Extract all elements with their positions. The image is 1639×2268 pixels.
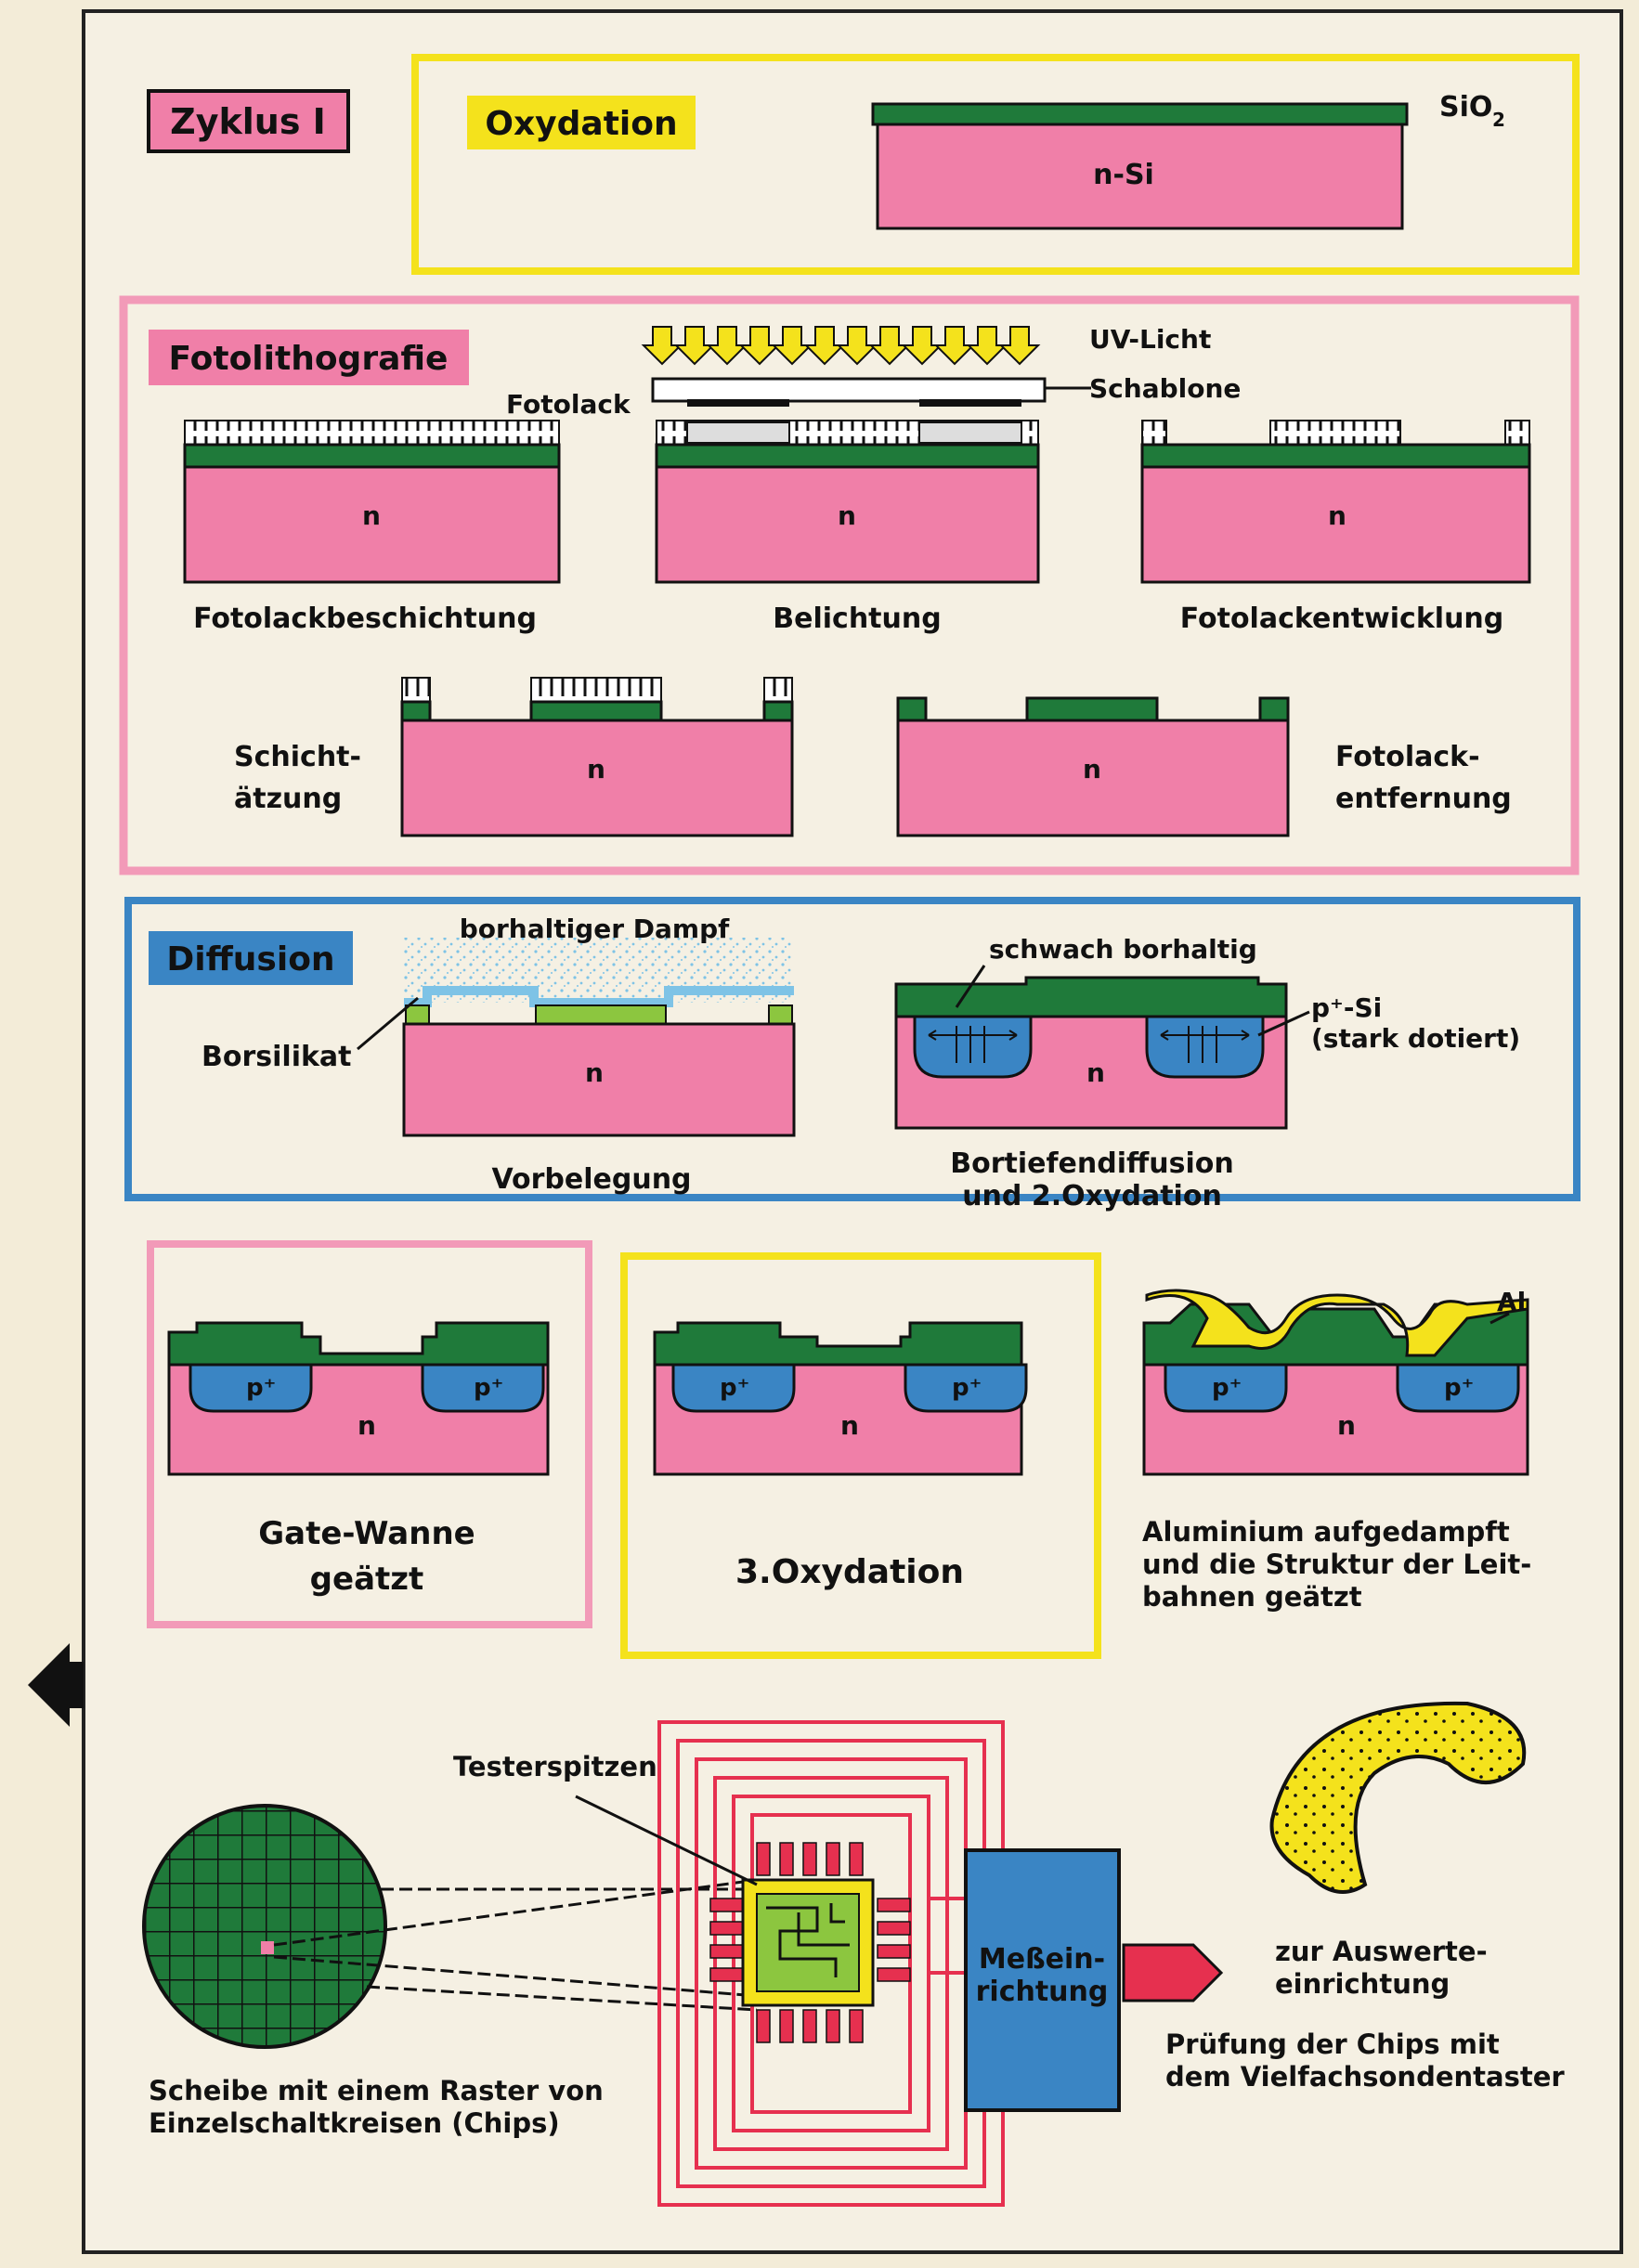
fotolithografie-n-label: n (1083, 754, 1101, 784)
n-si-label: n-Si (1093, 159, 1154, 191)
borsilikat-label: Borsilikat (202, 1041, 352, 1073)
steps-p-label: p⁺ (1212, 1374, 1242, 1402)
fotolithografie-n-label: n (587, 754, 605, 784)
zyklus-badge (147, 89, 350, 153)
sio2-layer (871, 102, 1409, 126)
scheibe-label-1: Scheibe mit einem Raster von (149, 2075, 604, 2106)
caption-bortiefen-1: Bortiefendiffusion (950, 1147, 1234, 1180)
n-si-substrate (876, 123, 1404, 230)
caption-aetzung-2: ätzung (234, 783, 342, 815)
aluminium-shaving-icon (1269, 1701, 1527, 1894)
oxydation-title-bg (467, 96, 696, 149)
fotolithografie-panel (119, 295, 1580, 875)
caption-gate-1: Gate-Wanne (258, 1515, 475, 1552)
fotolithografie-n-label: n (362, 500, 381, 531)
fotolack-label: Fotolack (506, 389, 631, 420)
steps-n-label: n (840, 1410, 859, 1441)
fotolithografie-n-label: n (1328, 500, 1346, 531)
messeinrichtung-box (964, 1848, 1121, 2112)
borsilikat-layer (404, 986, 794, 1007)
caption-bortiefen-2: und 2.Oxydation (962, 1180, 1222, 1212)
fotolithografie-n-label: n (838, 500, 856, 531)
auswerte-label-2: einrichtung (1275, 1968, 1450, 2000)
caption-beschichtung: Fotolackbeschichtung (193, 603, 537, 635)
wafer (142, 1804, 387, 2049)
psi-label: p⁺-Si (1311, 992, 1382, 1023)
caption-alu-1: Aluminium aufgedampft (1142, 1516, 1510, 1548)
fotolithografie-title-bg (149, 330, 469, 385)
steps-p-label: p⁺ (952, 1374, 982, 1402)
caption-belichtung: Belichtung (773, 603, 941, 635)
p-well-2 (1145, 1015, 1265, 1079)
steps-p-label: p⁺ (1444, 1374, 1474, 1402)
caption-entfernung-2: entfernung (1335, 783, 1512, 815)
caption-vorbelegung: Vorbelegung (491, 1163, 691, 1196)
caption-alu-3: bahnen geätzt (1142, 1581, 1362, 1613)
caption-alu-2: und die Struktur der Leit- (1142, 1549, 1531, 1580)
auswerte-label-1: zur Auswerte- (1275, 1936, 1488, 1967)
probe-tips (709, 1842, 911, 2043)
diffusion-n-label: n (585, 1057, 604, 1088)
caption-oxydation3: 3.Oxydation (735, 1553, 964, 1591)
oxydation-panel (411, 54, 1580, 275)
zyklus-label: Zyklus I (170, 101, 326, 142)
oxydation-title: Oxydation (485, 105, 677, 143)
p-well-1 (913, 1015, 1033, 1079)
uv-label: UV-Licht (1089, 324, 1211, 355)
gate-panel (147, 1240, 592, 1628)
steps-p-label: p⁺ (474, 1374, 503, 1402)
steps-p-label: p⁺ (720, 1374, 749, 1402)
scheibe-label-2: Einzelschaltkreisen (Chips) (149, 2107, 560, 2139)
stark-label: (stark dotiert) (1311, 1023, 1520, 1054)
messeinrichtung-label-1: Meßein- (979, 1943, 1105, 1976)
caption-entwicklung: Fotolackentwicklung (1180, 603, 1504, 635)
testerspitzen-label: Testerspitzen (453, 1751, 657, 1782)
caption-entfernung-1: Fotolack- (1335, 741, 1480, 773)
dampf-label: borhaltiger Dampf (460, 914, 730, 944)
sio2-subscript: 2 (1492, 109, 1505, 131)
schablone (651, 377, 1047, 403)
aluminium-layer (1145, 1289, 1529, 1357)
schwach-label: schwach borhaltig (989, 934, 1257, 965)
diffusion-panel (124, 897, 1580, 1201)
output-arrow-icon (1122, 1943, 1224, 2002)
steps-n-label: n (358, 1410, 376, 1441)
fotolack-layer (184, 420, 560, 446)
oxide-layer (183, 443, 561, 469)
oxydation3-panel (620, 1252, 1101, 1659)
caption-aetzung-1: Schicht- (234, 741, 361, 773)
diffusion-title-bg (149, 931, 353, 985)
diffusion-title: Diffusion (166, 940, 334, 978)
substrate (183, 465, 561, 584)
pruefung-label-2: dem Vielfachsondentaster (1165, 2061, 1565, 2093)
uv-arrows (641, 326, 1041, 366)
al-label: Al (1497, 1287, 1526, 1317)
schablone-label: Schablone (1089, 373, 1241, 404)
fotolithografie-title: Fotolithografie (169, 340, 449, 378)
steps-p-label: p⁺ (246, 1374, 276, 1402)
left-arrow-icon (28, 1634, 84, 1736)
sio2-label: SiO (1439, 91, 1492, 123)
messeinrichtung-label-2: richtung (976, 1976, 1109, 2008)
steps-n-label: n (1337, 1410, 1356, 1441)
caption-gate-2: geätzt (310, 1561, 424, 1598)
diffusion-n-label: n (1086, 1057, 1105, 1088)
pruefung-label-1: Prüfung der Chips mit (1165, 2028, 1500, 2060)
